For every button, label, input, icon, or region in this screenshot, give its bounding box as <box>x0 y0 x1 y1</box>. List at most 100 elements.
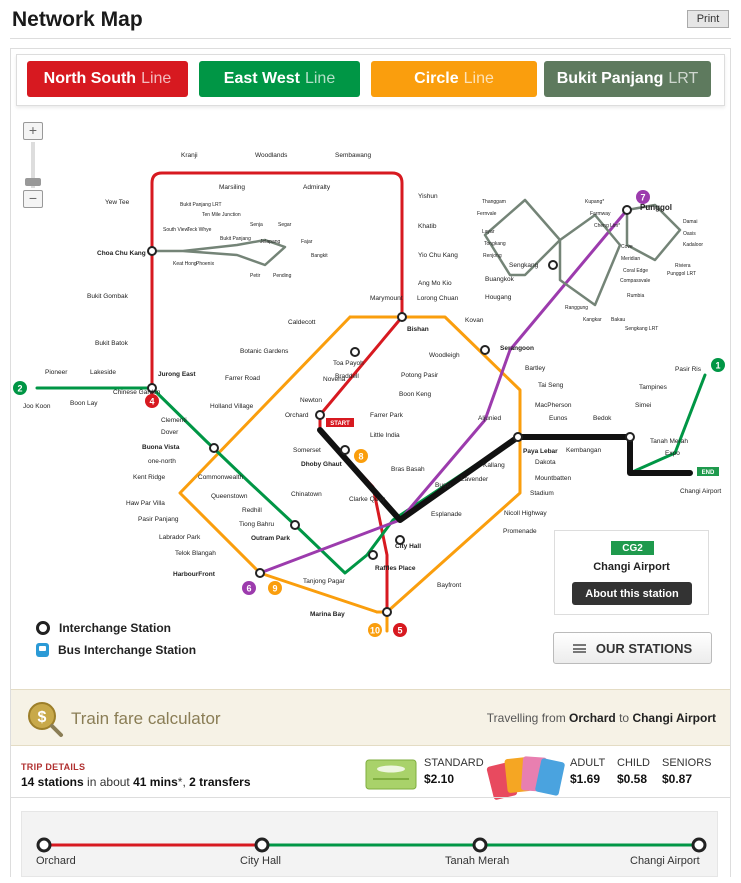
station-label: Commonwealth <box>198 474 244 481</box>
page-title: Network Map <box>12 8 143 31</box>
line-number-badge <box>636 190 650 204</box>
lrt-station-label: South View <box>163 227 189 233</box>
zoom-track[interactable] <box>31 142 35 188</box>
line-number: 6 <box>246 584 251 594</box>
route-stop-label: Changi Airport <box>630 855 700 867</box>
tab-label: Bukit Panjang <box>556 70 664 87</box>
lrt-station-label: Sengkang LRT <box>625 326 658 332</box>
station-label: Farrer Road <box>225 375 260 382</box>
route-line <box>36 837 707 853</box>
interchange-station <box>290 520 300 530</box>
station-label: Bugis <box>435 482 452 489</box>
start-marker <box>326 418 354 427</box>
ez-link-card-icon <box>365 759 417 790</box>
lrt-station-label: Layar <box>482 229 495 235</box>
route-stop <box>36 837 52 853</box>
station-label: Joo Koon <box>23 403 51 410</box>
to-word: to <box>619 711 630 725</box>
trip-asterisk: *, <box>177 775 186 789</box>
trip-stations: 14 stations <box>21 775 84 789</box>
lrt-station-label: Cove <box>621 244 633 250</box>
station-label: Expo <box>665 450 680 457</box>
our-stations-button[interactable]: OUR STATIONS <box>553 632 712 664</box>
line-number-badge <box>268 581 282 595</box>
lrt-station-label: Pending <box>273 273 292 279</box>
zoom-out-button[interactable]: − <box>23 190 43 208</box>
tab-sublabel: Line <box>463 70 494 87</box>
divider <box>11 797 730 798</box>
lrt-station-label: Oasis <box>683 231 696 237</box>
lrt-station-label: Senja <box>250 222 263 228</box>
sengkang-lrt-loop <box>558 213 622 307</box>
interchange-station <box>397 312 407 322</box>
our-stations-label: OUR STATIONS <box>595 640 693 656</box>
zoom-in-button[interactable]: + <box>23 122 43 140</box>
station-label: Esplanade <box>431 511 462 518</box>
station-label: Lavender <box>461 476 489 483</box>
interchange-station <box>315 410 325 420</box>
end-label: END <box>702 470 715 476</box>
route-stop-label: City Hall <box>240 855 281 867</box>
lrt-station-label: Kadaloor <box>683 242 703 248</box>
route-stop <box>472 837 488 853</box>
lrt-station-label: Ten Mile Junction <box>202 212 241 218</box>
line-number-badge <box>13 381 27 395</box>
station-label: Hougang <box>485 294 512 301</box>
interchange-station <box>255 568 265 578</box>
sengkang-lrt <box>483 198 562 277</box>
station-label: Holland Village <box>210 403 254 410</box>
station-label: Tanjong Pagar <box>303 578 346 585</box>
legend-label: Interchange Station <box>59 621 172 635</box>
about-station-button[interactable]: About this station <box>572 582 692 605</box>
fare-value: $0.87 <box>662 772 693 786</box>
route-strip <box>21 811 718 877</box>
zoom-slider-thumb[interactable] <box>25 178 41 186</box>
concession-cards-icon <box>486 756 565 800</box>
station-label: Woodleigh <box>429 352 460 359</box>
station-label: Marymount <box>370 295 403 302</box>
station-label: Bras Basah <box>391 466 425 473</box>
fare-label: STANDARD <box>424 757 484 769</box>
origin-station: Orchard <box>569 711 616 725</box>
station-label: Punggol <box>640 203 672 212</box>
line-number: 4 <box>149 397 154 407</box>
interchange-station <box>209 443 219 453</box>
lrt-station-label: Bakau <box>611 317 625 323</box>
station-label: Toa Payoh <box>333 360 364 367</box>
fare-label: SENIORS <box>662 757 712 769</box>
interchange-station <box>368 550 378 560</box>
station-label: Chinatown <box>291 491 322 498</box>
fare-calculator-bar: $ Train fare calculator Travelling from … <box>11 689 730 746</box>
station-label: Tanah Merah <box>650 438 688 445</box>
station-label: Bayfront <box>437 582 461 589</box>
line-number-badge <box>354 449 368 463</box>
lrt-station-label: Fajar <box>301 239 313 245</box>
station-label: Mountbatten <box>535 475 572 482</box>
station-label: Stadium <box>530 490 554 497</box>
station-label: Sengkang <box>509 262 539 269</box>
station-label: Buangkok <box>485 276 515 283</box>
interchange-station <box>622 205 632 215</box>
fare-label: CHILD <box>617 757 651 769</box>
legend-interchange: Interchange Station <box>36 621 171 635</box>
fare-calculator-title: Train fare calculator <box>71 709 221 728</box>
station-label: Ang Mo Kio <box>418 280 452 287</box>
station-label: Kranji <box>181 152 198 159</box>
tab-label: North South <box>43 70 137 87</box>
station-label: Choa Chu Kang <box>97 250 146 257</box>
lrt-station-label: Kupang* <box>585 199 604 205</box>
station-label: Clarke Quay <box>349 496 386 503</box>
station-label: Yishun <box>418 193 438 200</box>
destination-station: Changi Airport <box>632 711 716 725</box>
lrt-station-label: Tongkang <box>484 241 506 247</box>
lrt-station-label: Compassvale <box>620 278 651 284</box>
station-label: Orchard <box>285 412 309 419</box>
fare-standard: STANDARD$2.10 <box>424 757 484 786</box>
station-label: Kembangan <box>566 447 601 454</box>
print-button[interactable]: Print <box>687 10 729 28</box>
